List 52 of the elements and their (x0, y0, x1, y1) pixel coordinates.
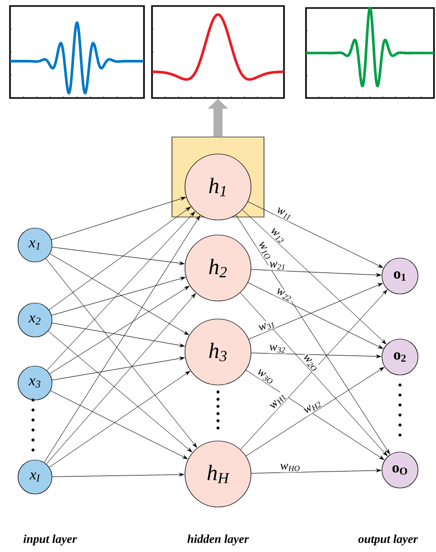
arrow (51, 196, 186, 240)
arrow (52, 322, 185, 348)
weight-label: w$_{11}$ (278, 207, 290, 220)
weight-label: w$_{22}$ (277, 288, 292, 302)
arrow (49, 370, 190, 468)
arrow (248, 282, 384, 349)
hidden-neuron: h$_{H}$ (184, 440, 252, 508)
hidden-neuron: h$_{2}$ (184, 234, 252, 302)
arrow (50, 253, 189, 336)
arrow (52, 472, 184, 477)
output-neuron: o$_{2}$ (382, 338, 418, 376)
arrow (248, 283, 383, 340)
arrow (251, 269, 382, 277)
arrow (52, 246, 184, 265)
input-neuron: x$_{2}$ (18, 302, 52, 338)
arrow (44, 216, 200, 463)
layer-label: input layer (23, 534, 77, 546)
output-neuron: o$_{1}$ (382, 258, 418, 294)
arrow (46, 293, 196, 464)
weight-label: w$_{3O}$ (258, 368, 272, 384)
arrow (46, 258, 197, 448)
weight-label: w$_{21}$ (270, 262, 284, 270)
arrow (51, 276, 186, 316)
arrow (251, 468, 382, 474)
weight-label: w$_{32}$ (270, 344, 286, 353)
arrow (242, 210, 386, 344)
layer-label: output layer (358, 534, 418, 546)
plot-drawing (151, 5, 285, 99)
layer-label: hidden layer (187, 534, 249, 546)
input-neuron: x$_{3}$ (18, 366, 52, 400)
weight-label: w$_{H1}$ (270, 394, 286, 408)
weight-label: w$_{12}$ (271, 228, 284, 244)
weight-label: w$_{31}$ (258, 322, 275, 330)
weight-label: w$_{HO}$ (280, 464, 300, 472)
weight-label: w$_{H2}$ (303, 402, 322, 413)
input-neuron: x$_{I}$ (18, 460, 52, 494)
arrow (46, 212, 195, 371)
arrow (52, 356, 185, 380)
input-neuron: x$_{1}$ (18, 228, 52, 262)
weight-label: w$_{1O}$ (259, 241, 270, 259)
plot-drawing (9, 5, 145, 99)
arrow (49, 286, 190, 374)
plot-drawing (305, 6, 435, 99)
arrow (236, 214, 390, 454)
arrow (48, 206, 191, 310)
arrow (48, 330, 192, 452)
weight-label: w$_{2O}$ (304, 354, 316, 371)
arrow (50, 390, 188, 460)
arrow (248, 201, 384, 268)
hidden-neuron: h$_{3}$ (184, 318, 252, 386)
arrow (251, 352, 382, 358)
output-neuron: o$_{O}$ (382, 452, 418, 488)
